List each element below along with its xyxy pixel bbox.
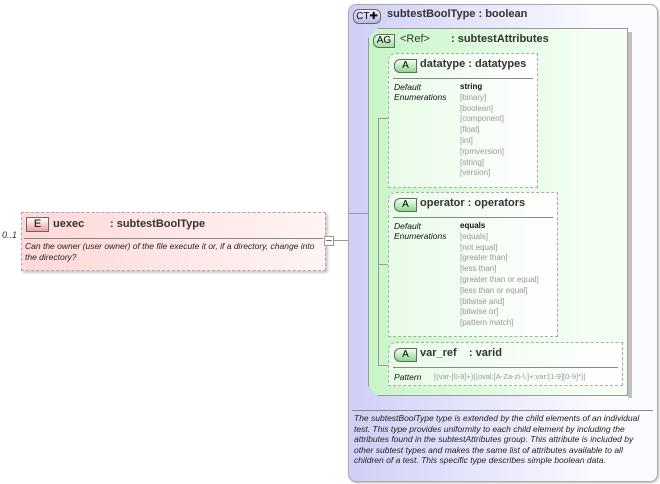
- connector-line: [334, 240, 348, 241]
- enum-value: [not equal]: [460, 242, 498, 252]
- attribute-operator[interactable]: A operator : operators Default Enumerati…: [388, 192, 558, 337]
- occurrence-label: 0..1: [2, 230, 18, 240]
- tree-line: [378, 118, 379, 366]
- enum-value: [version]: [460, 168, 491, 178]
- enum-value: [less than or equal]: [460, 285, 528, 295]
- enum-value: [pattern match]: [460, 318, 514, 328]
- enum-value: [string]: [460, 157, 485, 167]
- attribute-badge: A: [394, 348, 417, 362]
- attribute-group-ref: <Ref>: [400, 33, 430, 45]
- attribute-title: var_ref : varid: [420, 347, 502, 359]
- enum-value: [greater than]: [460, 253, 508, 263]
- attribute-group-name: : subtestAttributes: [451, 33, 549, 45]
- shadow: [628, 32, 632, 398]
- tree-line: [378, 118, 388, 119]
- divider: [393, 367, 618, 368]
- attribute-datatype[interactable]: A datatype : datatypes Default Enumerati…: [388, 53, 538, 188]
- attribute-var-ref[interactable]: A var_ref : varid Pattern [(var-[0-9]+)|…: [388, 342, 623, 386]
- element-badge: E: [26, 217, 49, 232]
- divider: [352, 410, 653, 411]
- default-value: string: [460, 82, 483, 91]
- element-uexec[interactable]: E uexec : subtestBoolType Can the owner …: [21, 212, 326, 271]
- enum-value: [binary]: [460, 92, 487, 102]
- expand-collapse-toggle[interactable]: [324, 236, 334, 246]
- default-value: equals: [460, 221, 486, 230]
- enum-value: [bitwise or]: [460, 307, 499, 317]
- complex-type-badge: CT✚: [353, 9, 381, 24]
- tree-line: [378, 365, 388, 366]
- enumerations-label: Enumerations: [394, 231, 447, 241]
- pattern-value: [(var-[0-9]+)|(oval:[A-Za-z\-\.]+:var:[1…: [434, 372, 586, 381]
- attribute-badge: A: [394, 198, 417, 212]
- tree-line: [378, 264, 388, 265]
- enum-value: [rpmversion]: [460, 146, 505, 156]
- element-type: : subtestBoolType: [110, 218, 206, 230]
- attribute-title: operator : operators: [420, 197, 526, 209]
- default-label: Default: [394, 221, 421, 231]
- attribute-group-badge: AG: [373, 34, 395, 48]
- connector-line: [348, 213, 378, 214]
- enum-value: [equals]: [460, 231, 489, 241]
- enumerations-label: Enumerations: [394, 92, 447, 102]
- attribute-title: datatype : datatypes: [420, 58, 527, 70]
- attribute-badge: A: [394, 59, 417, 73]
- enum-value: [greater than or equal]: [460, 274, 539, 284]
- divider: [24, 238, 323, 239]
- values-list: string [binary] [boolean] [component] [f…: [460, 82, 504, 179]
- default-label: Default: [394, 82, 421, 92]
- enum-value: [less than]: [460, 264, 497, 274]
- pattern-label: Pattern: [394, 372, 422, 382]
- values-list: equals [equals] [not equal] [greater tha…: [460, 221, 539, 329]
- enum-value: [boolean]: [460, 103, 493, 113]
- divider: [393, 78, 533, 79]
- divider: [393, 217, 553, 218]
- complex-type-description: The subtestBoolType type is extended by …: [354, 413, 640, 465]
- enum-value: [int]: [460, 135, 473, 145]
- enum-value: [component]: [460, 114, 505, 124]
- enum-value: [bitwise and]: [460, 296, 505, 306]
- element-description: Can the owner (user owner) of the file e…: [25, 241, 315, 262]
- enum-value: [float]: [460, 125, 480, 135]
- element-name: uexec: [53, 218, 85, 230]
- complex-type-title: subtestBoolType : boolean: [387, 8, 528, 20]
